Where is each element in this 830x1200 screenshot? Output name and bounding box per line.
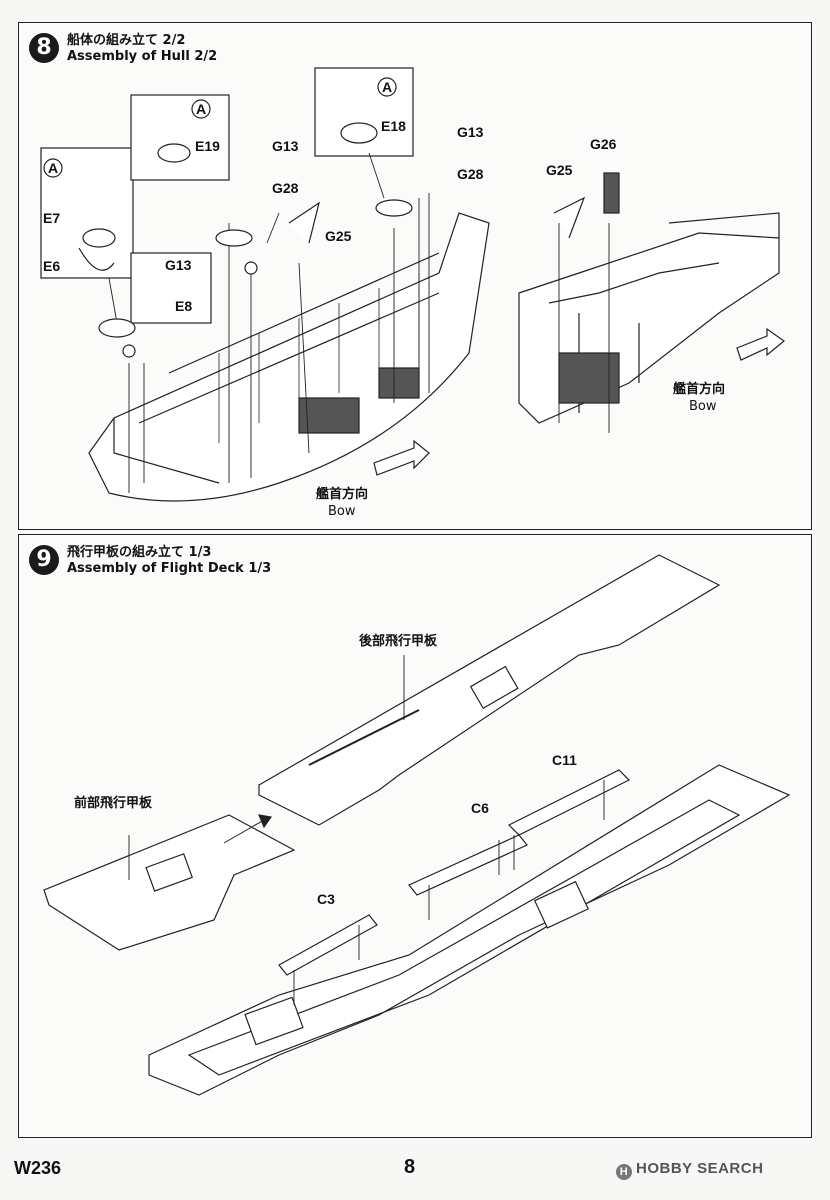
part-label-g13-a: G13	[165, 257, 192, 273]
watermark-text: HOBBY SEARCH	[636, 1160, 764, 1177]
bow-direction-en-left: Bow	[328, 504, 356, 519]
hull-assembly-diagram: A A A E7 E6 E19 E18 E8 G13 G13 G13 G28 G…	[40, 67, 785, 519]
callout-a-label-1: A	[48, 160, 58, 176]
part-label-e8: E8	[175, 298, 192, 314]
part-label-g28-a: G28	[272, 180, 299, 196]
part-label-g13-b: G13	[272, 138, 299, 154]
step-8-panel: 8 船体の組み立て 2/2 Assembly of Hull 2/2	[18, 22, 812, 530]
bow-direction-jp-right: 艦首方向	[673, 381, 725, 397]
watermark-logo-icon: H	[616, 1164, 632, 1180]
part-label-e7: E7	[43, 210, 60, 226]
part-label-e19: E19	[195, 138, 220, 154]
callout-a-label-2: A	[196, 101, 206, 117]
part-label-g25-b: G25	[546, 162, 573, 178]
page-number: 8	[404, 1156, 416, 1178]
bow-direction-jp-left: 艦首方向	[316, 486, 368, 502]
part-label-g13-c: G13	[457, 124, 484, 140]
bow-direction-en-right: Bow	[689, 399, 717, 414]
step-9-number: 9	[29, 545, 59, 575]
part-label-c11: C11	[552, 752, 577, 768]
part-label-g25-a: G25	[325, 228, 352, 244]
part-label-g26: G26	[590, 136, 617, 152]
front-flight-deck-label: 前部飛行甲板	[74, 795, 153, 811]
step-9-title-jp: 飛行甲板の組み立て 1/3	[67, 545, 212, 560]
step-8-title: 船体の組み立て 2/2 Assembly of Hull 2/2	[67, 33, 217, 65]
step-8-number: 8	[29, 33, 59, 63]
callout-a-label-3: A	[382, 79, 392, 95]
step-9-panel: 9 飛行甲板の組み立て 1/3 Assembly of Flight Deck …	[18, 534, 812, 1138]
part-label-e6: E6	[43, 258, 60, 274]
step-8-title-jp: 船体の組み立て 2/2	[67, 33, 186, 48]
step-9-title-en: Assembly of Flight Deck 1/3	[67, 561, 272, 576]
flight-deck-assembly-diagram: 後部飛行甲板 前部飛行甲板 C11 C6 C3	[43, 554, 791, 1096]
step-8-title-en: Assembly of Hull 2/2	[67, 49, 218, 64]
part-label-c6: C6	[471, 800, 489, 816]
step-9-title: 飛行甲板の組み立て 1/3 Assembly of Flight Deck 1/…	[67, 545, 271, 577]
rear-flight-deck-label: 後部飛行甲板	[359, 633, 438, 649]
part-label-c3: C3	[317, 891, 335, 907]
model-code: W236	[14, 1158, 62, 1178]
part-label-e18: E18	[381, 118, 406, 134]
part-label-g28-b: G28	[457, 166, 484, 182]
